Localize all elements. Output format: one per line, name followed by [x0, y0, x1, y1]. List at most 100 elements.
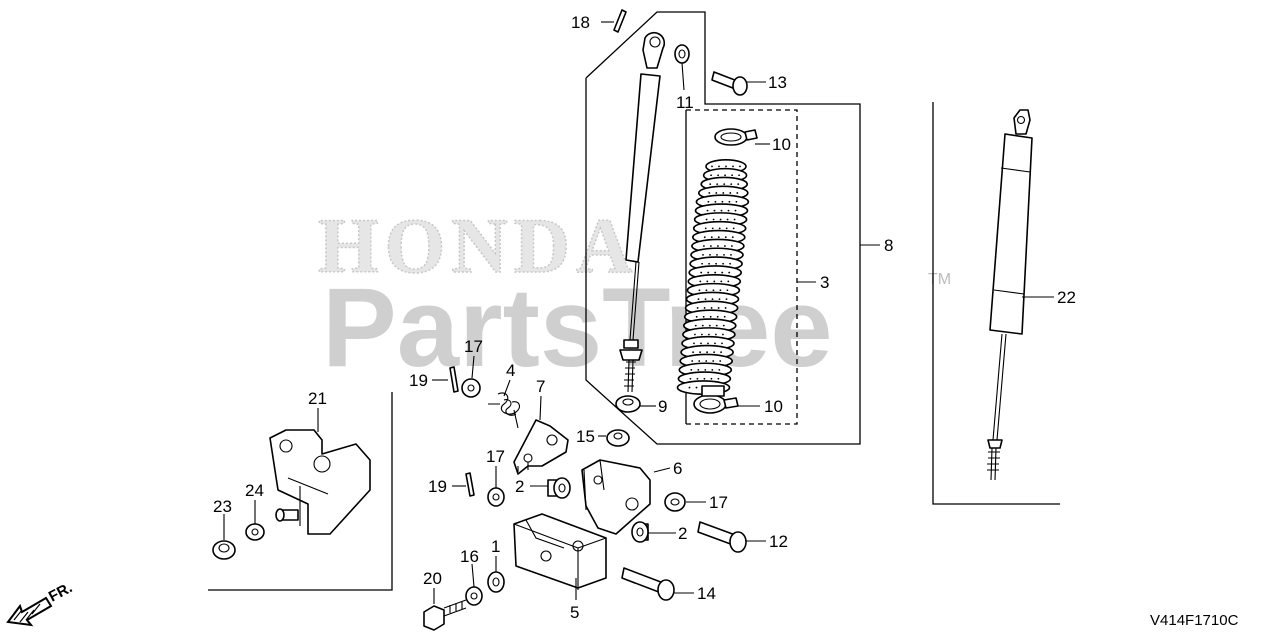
bushing-1 — [487, 571, 505, 593]
callout-22: 22 — [1057, 288, 1076, 307]
boot-dot — [703, 307, 706, 309]
boot-dot — [713, 351, 715, 354]
watermark-trademark: TM — [928, 271, 951, 288]
boot-dot — [726, 218, 729, 221]
clip-19-mid — [465, 472, 475, 497]
boot-dot — [713, 280, 716, 283]
boot-dot — [696, 307, 699, 309]
callout-14: 14 — [697, 584, 716, 603]
callout-21: 21 — [308, 389, 327, 408]
boot-dot — [732, 165, 734, 168]
boot-dot — [711, 165, 713, 168]
boot-dot — [715, 192, 718, 194]
boot-dot — [725, 298, 728, 301]
boot-dot — [701, 324, 704, 327]
boot-dot — [709, 315, 712, 318]
boot-dot — [719, 289, 722, 292]
boot-dot — [695, 386, 698, 389]
boot-dot — [730, 183, 733, 186]
callout-10-top: 10 — [772, 135, 791, 154]
watermark-site: PartsTree — [322, 265, 833, 390]
boot-dot — [716, 253, 718, 256]
boot-dot — [717, 236, 720, 239]
boot-dot — [710, 236, 713, 239]
boot-dot — [736, 192, 739, 194]
boot-dot — [724, 174, 726, 177]
boot-dot — [719, 360, 722, 362]
boot-collar — [701, 385, 725, 397]
clamp-10-top — [714, 128, 758, 146]
callout-2-top: 2 — [515, 477, 524, 496]
boot-dot — [705, 289, 708, 292]
boot-dot — [702, 253, 704, 256]
boot-3 — [676, 158, 750, 397]
callout-17-mid: 17 — [486, 447, 505, 466]
boot-dot — [722, 262, 724, 265]
callout-6: 6 — [673, 459, 682, 478]
boot-dot — [714, 200, 717, 203]
boot-dot — [729, 262, 731, 265]
boot-dot — [709, 253, 711, 256]
boot-dot — [699, 351, 701, 354]
boot-dot — [722, 324, 725, 327]
boot-dot — [724, 236, 727, 239]
boot-dot — [720, 351, 722, 354]
damper-22 — [987, 109, 1033, 481]
boot-dot — [717, 377, 720, 380]
boot-dot — [701, 333, 703, 336]
boot-dot — [710, 307, 713, 309]
callout-3: 3 — [820, 273, 829, 292]
leader-lines — [223, 21, 1054, 604]
boot-dot — [704, 227, 707, 230]
boot-dot — [708, 192, 711, 194]
boot-dot — [690, 368, 693, 371]
boot-dot — [733, 218, 736, 221]
boot-dot — [706, 209, 709, 212]
boot-dot — [718, 165, 720, 168]
boot-dot — [718, 368, 721, 371]
boot-dot — [723, 315, 726, 318]
washer-17-right — [664, 492, 686, 512]
boot-dot — [689, 377, 692, 380]
boot-dot — [734, 209, 737, 212]
boot-dot — [737, 183, 740, 186]
callout-8: 8 — [884, 236, 893, 255]
boot-dot — [707, 342, 709, 345]
callout-labels: 18 11 13 10 8 3 9 10 22 21 23 24 19 17 4… — [213, 13, 1076, 622]
boot-dot — [708, 333, 710, 336]
boot-dot — [706, 280, 709, 283]
boot-dot — [705, 218, 708, 221]
boot-dot — [722, 333, 724, 336]
boot-dot — [703, 236, 706, 239]
boot-dot — [721, 271, 724, 274]
boot-dot — [695, 315, 698, 318]
boot-dot — [697, 368, 700, 371]
boot-dot — [712, 360, 715, 362]
boot-dot — [698, 289, 701, 292]
bracket-21-frame — [208, 392, 393, 591]
washer-17-top — [461, 378, 481, 398]
boot-dot — [704, 368, 707, 371]
callout-13: 13 — [768, 73, 787, 92]
callout-23: 23 — [213, 497, 232, 516]
boot-dot — [702, 315, 705, 318]
boot-dot — [715, 333, 717, 336]
washer-16 — [465, 586, 483, 606]
bushing-2-bottom — [631, 521, 649, 543]
boot-dot — [717, 307, 720, 309]
boot-dot — [710, 245, 712, 247]
callout-17-right: 17 — [709, 493, 728, 512]
front-arrow: FR. — [6, 579, 75, 627]
boot-dot — [726, 289, 729, 292]
bracket-21 — [269, 429, 371, 535]
boot-dot — [722, 192, 725, 194]
boot-dot — [699, 280, 702, 283]
boot-dot — [709, 183, 712, 186]
boot-dot — [739, 165, 741, 168]
boot-dot — [696, 377, 699, 380]
damper-22-frame — [932, 102, 1060, 505]
boot-dot — [701, 262, 703, 265]
boot-dot — [694, 324, 697, 327]
boot-dot — [692, 351, 694, 354]
